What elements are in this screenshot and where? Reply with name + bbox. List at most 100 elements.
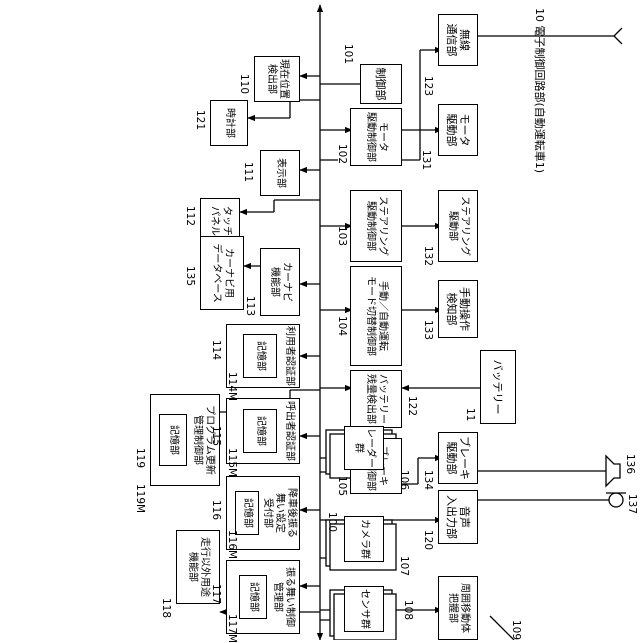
camera-box: カメラ群: [344, 516, 384, 562]
ref-104: 104: [336, 316, 348, 336]
user-auth-mem-box: 記憶部: [243, 334, 277, 378]
ref-119: 119: [134, 448, 146, 468]
after-exit-mem-box: 記憶部: [235, 491, 259, 535]
after-exit-mem-label: 記憶部: [241, 498, 253, 528]
caller-auth-mem-box: 記憶部: [243, 409, 277, 453]
sensor-label: センサ群: [358, 589, 370, 629]
surround-label: 周囲移動体 把握部: [446, 583, 470, 633]
ref-111: 111: [242, 162, 254, 182]
diagram-title: 10 電子制御回路部(自動運転車1): [532, 8, 548, 173]
ref-112: 112: [184, 206, 196, 226]
mode-switch-label: 手動／自動運転 モード切替制御部: [364, 276, 388, 356]
steering-drive-label: ステアリング 駆動部: [446, 196, 470, 256]
antenna-icon: [478, 28, 622, 44]
position-label: 現在位置 検出部: [265, 59, 289, 99]
carnavi-label: カーナビ 機能部: [268, 262, 292, 302]
audio-label: 音声 入出力部: [445, 495, 471, 539]
wireless-label: 無線 通信部: [445, 24, 471, 57]
ref-121: 121: [194, 110, 206, 130]
ref-120: 120: [422, 530, 434, 550]
clock-label: 時計部: [223, 108, 235, 138]
display-label: 表示部: [274, 158, 286, 188]
manual-detect-box: 手動操作 検知部: [438, 280, 478, 338]
ref-117M: 117M: [226, 614, 238, 643]
motor-drive-label: モータ 駆動部: [445, 114, 471, 147]
behavior-label: 振る舞い制御 管理部: [271, 567, 295, 627]
ref-114: 114: [210, 340, 222, 360]
behavior-mem-label: 記憶部: [247, 582, 259, 612]
user-auth-label: 利用者認証部: [283, 326, 295, 386]
brake-drive-label: ブレーキ 駆動部: [445, 436, 471, 480]
audio-io-box: 音声 入出力部: [438, 490, 478, 544]
mode-switch-box: 手動／自動運転 モード切替制御部: [350, 266, 402, 366]
motor-drive-box: モータ 駆動部: [438, 104, 478, 156]
control-box: 制御部: [360, 64, 402, 104]
ref-118: 118: [160, 598, 172, 618]
camera-label: カメラ群: [358, 519, 370, 559]
ref-102: 102: [336, 144, 348, 164]
ref-135: 135: [184, 266, 196, 286]
battery-box: バッテリー: [480, 350, 516, 424]
motor-ctrl-box: モータ 駆動制御部: [350, 108, 402, 166]
ref-134: 134: [422, 470, 434, 490]
ref-113: 113: [244, 296, 256, 316]
ref-107: 107: [398, 556, 410, 576]
after-exit-label: 降車後振る 舞い設定 受付部: [261, 488, 297, 538]
battery-detect-label: バッテリー 残量検出部: [364, 374, 388, 424]
ref-122: 122: [406, 396, 418, 416]
clock-box: 時計部: [210, 100, 248, 146]
ref-101: 101: [342, 44, 354, 64]
display-box: 表示部: [260, 150, 300, 196]
non-travel-label: 走行以外用途 機能部: [186, 537, 210, 597]
ref-105: 105: [336, 476, 348, 496]
program-mem-box: 記憶部: [159, 414, 187, 466]
battery-detect-box: バッテリー 残量検出部: [350, 370, 402, 428]
ref-119M: 119M: [134, 484, 146, 513]
caller-auth-mem-label: 記憶部: [254, 416, 266, 446]
ref-108: 108: [402, 600, 414, 620]
ref-116M: 116M: [226, 530, 238, 559]
position-box: 現在位置 検出部: [254, 56, 300, 102]
ref-103: 103: [336, 226, 348, 246]
radar-label: レーダー 群: [352, 428, 376, 468]
battery-label: バッテリー: [492, 360, 505, 415]
ref-106: 106: [398, 470, 410, 490]
ref-100: 100: [326, 512, 338, 532]
carnavi-db-label: カーナビ用 データベース: [210, 243, 234, 303]
radar-box: レーダー 群: [344, 426, 384, 470]
sensor-box: センサ群: [344, 586, 384, 632]
wireless-comm-box: 無線 通信部: [438, 14, 478, 66]
ref-123: 123: [422, 76, 434, 96]
steering-ctrl-label: ステアリング 駆動制御部: [364, 196, 388, 256]
surround-box: 周囲移動体 把握部: [438, 576, 478, 640]
ref-11: 11: [464, 408, 476, 421]
ref-133: 133: [422, 320, 434, 340]
steering-drive-box: ステアリング 駆動部: [438, 190, 478, 262]
ref-132: 132: [422, 246, 434, 266]
user-auth-mem-label: 記憶部: [254, 341, 266, 371]
caller-auth-label: 呼出者認証部: [283, 401, 295, 461]
motor-ctrl-label: モータ 駆動制御部: [364, 112, 388, 162]
control-label: 制御部: [375, 68, 388, 101]
ref-136: 136: [624, 454, 636, 474]
ref-114M: 114M: [226, 372, 238, 401]
ref-110: 110: [238, 74, 250, 94]
program-mem-label: 記憶部: [167, 425, 179, 455]
steering-ctrl-box: ステアリング 駆動制御部: [350, 190, 402, 262]
ref-116: 116: [210, 500, 222, 520]
ref-115M: 115M: [226, 448, 238, 477]
manual-detect-label: 手動操作 検知部: [445, 287, 471, 331]
speaker-icon: [606, 456, 620, 486]
ref-117: 117: [210, 584, 222, 604]
ref-115: 115: [210, 426, 222, 446]
mic-icon: [609, 493, 623, 507]
ref-131: 131: [420, 150, 432, 170]
carnavi-box: カーナビ 機能部: [260, 248, 300, 316]
ref-109: 109: [510, 620, 522, 640]
touch-label: タッチ パネル: [208, 206, 232, 236]
behavior-mem-box: 記憶部: [239, 575, 267, 619]
ref-137: 137: [626, 494, 638, 514]
carnavi-db-box: カーナビ用 データベース: [200, 236, 244, 310]
